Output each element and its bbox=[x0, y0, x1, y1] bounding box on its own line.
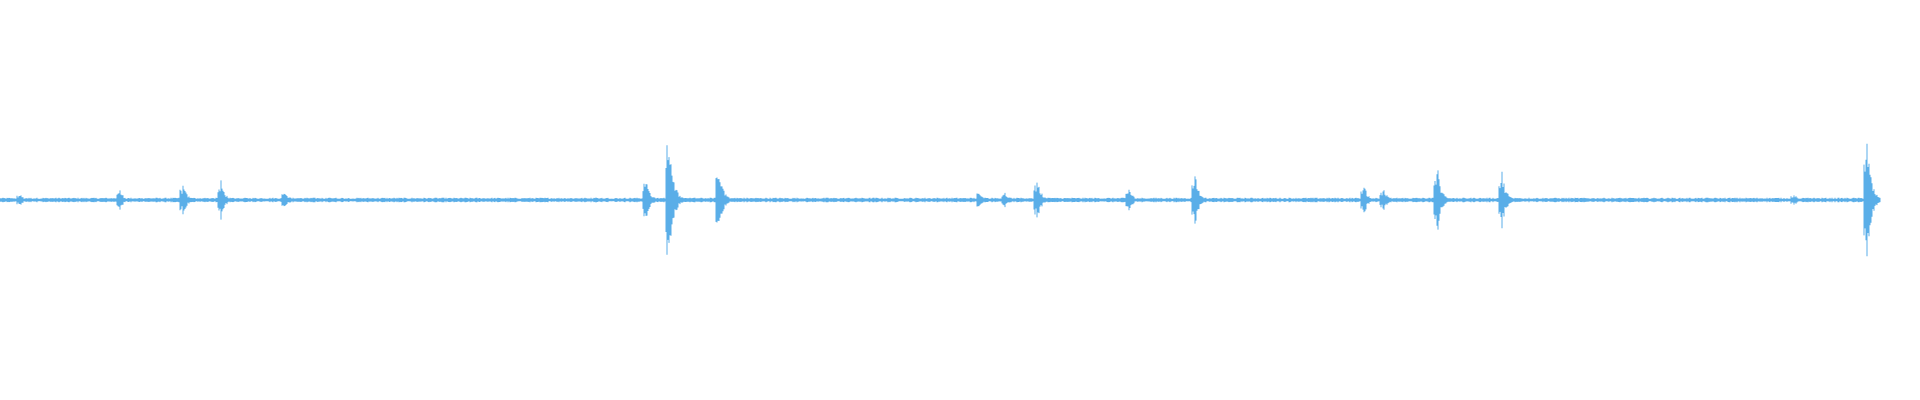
waveform-trace bbox=[0, 143, 1881, 257]
